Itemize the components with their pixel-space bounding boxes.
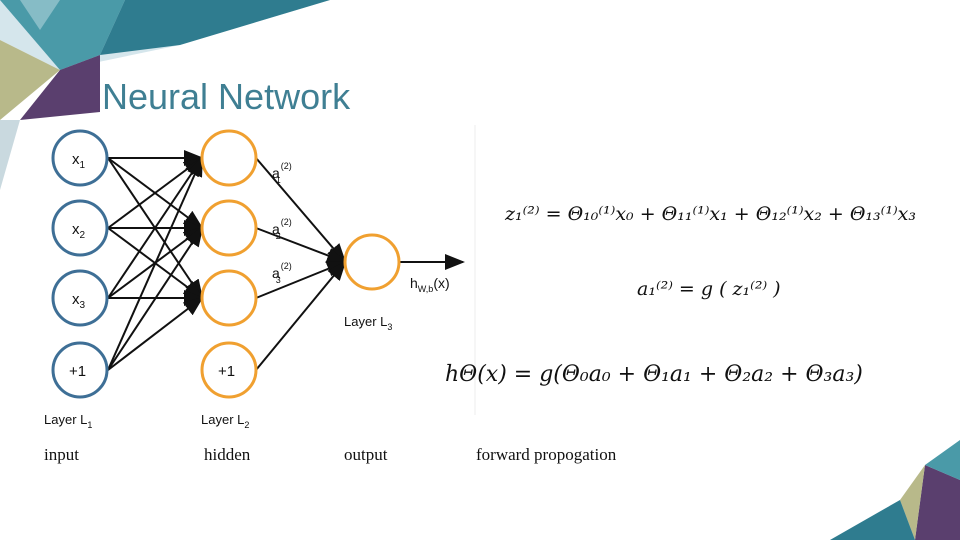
slide-title: Neural Network [102,76,351,117]
output-label-sub: W,b [418,284,434,294]
activation-a1-sub: 1 [276,175,281,185]
svg-text:a(2)2: a(2)2 [272,217,292,241]
layer-l1-sub: 1 [87,420,92,430]
activation-a2-sub: 2 [276,231,281,241]
input-node-x1-label: x [72,151,80,168]
caption-hidden: hidden [204,445,251,464]
layer-labels: Layer L1 Layer L2 Layer L3 [44,314,392,430]
svg-text:x2: x2 [72,221,86,241]
svg-text:Layer L2: Layer L2 [201,412,249,430]
layer-l2-sub: 2 [244,420,249,430]
activation-a1-sup: (2) [281,161,292,171]
hidden-node-bias [200,341,258,399]
hidden-layer: +1 [200,129,258,399]
input-node-x1 [51,129,109,187]
caption-output: output [344,445,388,464]
input-node-x2-label: x [72,221,80,238]
activation-labels: a(2)1 a(2)2 a(2)3 [272,161,292,285]
output-label-base: h [410,275,418,291]
layer-l3-sub: 3 [387,322,392,332]
activation-a2-sup: (2) [281,217,292,227]
svg-text:a(2)1: a(2)1 [272,161,292,185]
equation-a: a₁⁽²⁾ = g ( z₁⁽²⁾ ) [637,278,781,300]
output-node [343,233,401,291]
input-node-bias [51,341,109,399]
activation-a1-label: a [272,165,280,181]
caption-input: input [44,445,79,464]
svg-text:x1: x1 [72,151,86,171]
layer-l3-label: Layer L [344,314,387,329]
svg-text:Layer L3: Layer L3 [344,314,392,332]
activation-a3-label: a [272,265,280,281]
input-node-x3-label: x [72,291,80,308]
activation-a3-sub: 3 [276,275,281,285]
output-label-arg: (x) [433,275,449,291]
hidden-node-bias-label: +1 [218,363,235,380]
activation-a2-label: a [272,221,280,237]
hidden-output-connections [255,157,465,371]
input-node-x1-sub: 1 [80,160,86,171]
svg-text:Layer L1: Layer L1 [44,412,92,430]
equation-h: hΘ(x) = g(Θ₀a₀ + Θ₁a₁ + Θ₂a₂ + Θ₃a₃) [445,362,863,387]
input-node-x3 [51,269,109,327]
caption-forward-propagation: forward propogation [476,445,617,464]
hidden-node-3 [200,269,258,327]
hidden-node-1 [200,129,258,187]
layer-l2-label: Layer L [201,412,244,427]
input-node-x2 [51,199,109,257]
svg-text:hW,b(x): hW,b(x) [410,275,450,294]
input-node-x2-sub: 2 [80,230,86,241]
input-node-x3-sub: 3 [80,300,86,311]
equation-z: z₁⁽²⁾ = Θ₁₀⁽¹⁾x₀ + Θ₁₁⁽¹⁾x₁ + Θ₁₂⁽¹⁾x₂ +… [504,203,916,225]
input-layer: x1 x2 x3 +1 [51,129,109,399]
equations: z₁⁽²⁾ = Θ₁₀⁽¹⁾x₀ + Θ₁₁⁽¹⁾x₁ + Θ₁₂⁽¹⁾x₂ +… [445,203,916,387]
output-layer: hW,b(x) [343,233,450,294]
hidden-node-2 [200,199,258,257]
activation-a3-sup: (2) [281,261,292,271]
input-hidden-connections [107,150,204,371]
input-node-bias-label: +1 [69,363,86,380]
layer-l1-label: Layer L [44,412,87,427]
svg-text:a(2)3: a(2)3 [272,261,292,285]
svg-text:x3: x3 [72,291,86,311]
